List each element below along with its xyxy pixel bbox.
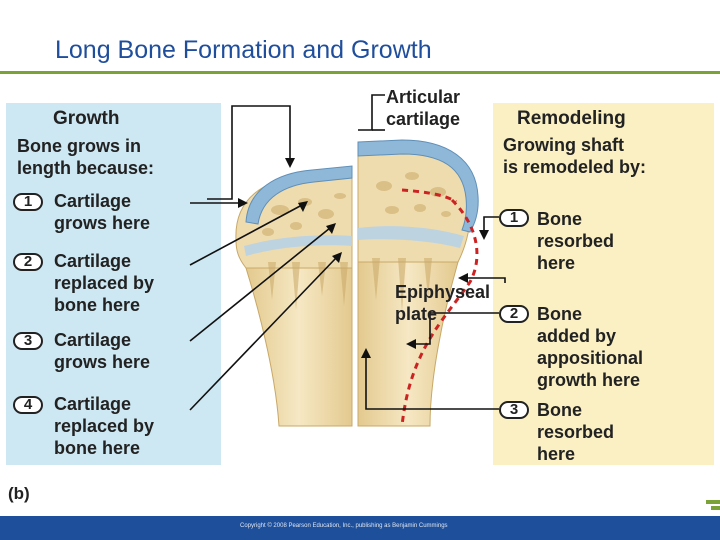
remodeling-dashed-outline-top [401,188,457,204]
growth-subtitle: Bone grows in length because: [17,136,155,178]
growth-leader-lines [189,105,337,411]
remodeling-panel [493,103,714,465]
slide-title: Long Bone Formation and Growth [55,36,432,64]
corner-decoration-icon [706,500,720,510]
articular-cartilage-label: Articular cartilage [386,87,461,129]
growth-step-1-label: Cartilage grows here [54,191,151,233]
remodeling-step-2-badge: 2 [499,305,529,323]
epiphyseal-plate-label: Epiphyseal plate [395,282,491,324]
epiphyseal-band-right [358,226,464,248]
growth-step-4-label: Cartilage replaced by bone here [54,394,155,458]
remodeling-arrowheads [361,230,489,358]
copyright-text: Copyright © 2008 Pearson Education, Inc.… [240,523,448,529]
growth-step-4-badge: 4 [13,396,43,414]
articular-cartilage-left [245,165,353,225]
remodeling-leader-lines [365,216,499,410]
title-underline [0,71,720,74]
growth-step-2-badge: 2 [13,253,43,271]
epiphyseal-leader [462,277,506,283]
bone-shaft-left [245,267,353,427]
epiphyseal-band-left [244,235,352,256]
remodeling-step-3-badge: 3 [499,401,529,419]
slide-footer: Copyright © 2008 Pearson Education, Inc.… [0,516,720,540]
growth-step-2-label: Cartilage replaced by bone here [54,251,155,315]
growth-step-3-label: Cartilage grows here [54,330,151,372]
growth-step-3-badge: 3 [13,332,43,350]
remodeling-dashed-outline [400,198,479,427]
remodeling-step-1-badge: 1 [499,209,529,227]
remodeling-step-2-label: Bone added by appositional growth here [537,304,644,390]
articular-leader [358,94,385,131]
epiphyseal-arrowhead [458,273,468,283]
remodeling-step-3-label: Bone resorbed here [537,400,615,464]
growth-step-1-badge: 1 [13,193,43,211]
growth-arrowheads [238,158,342,263]
articular-cartilage-right [357,139,479,233]
remodeling-step-1-label: Bone resorbed here [537,209,615,273]
remodeling-subtitle: Growing shaft is remodeled by: [503,135,647,177]
remodeling-heading: Remodeling [517,108,626,129]
growth-heading: Growth [53,108,120,129]
figure-part-label: (b) [8,484,30,503]
spongy-bone-texture [262,172,451,312]
